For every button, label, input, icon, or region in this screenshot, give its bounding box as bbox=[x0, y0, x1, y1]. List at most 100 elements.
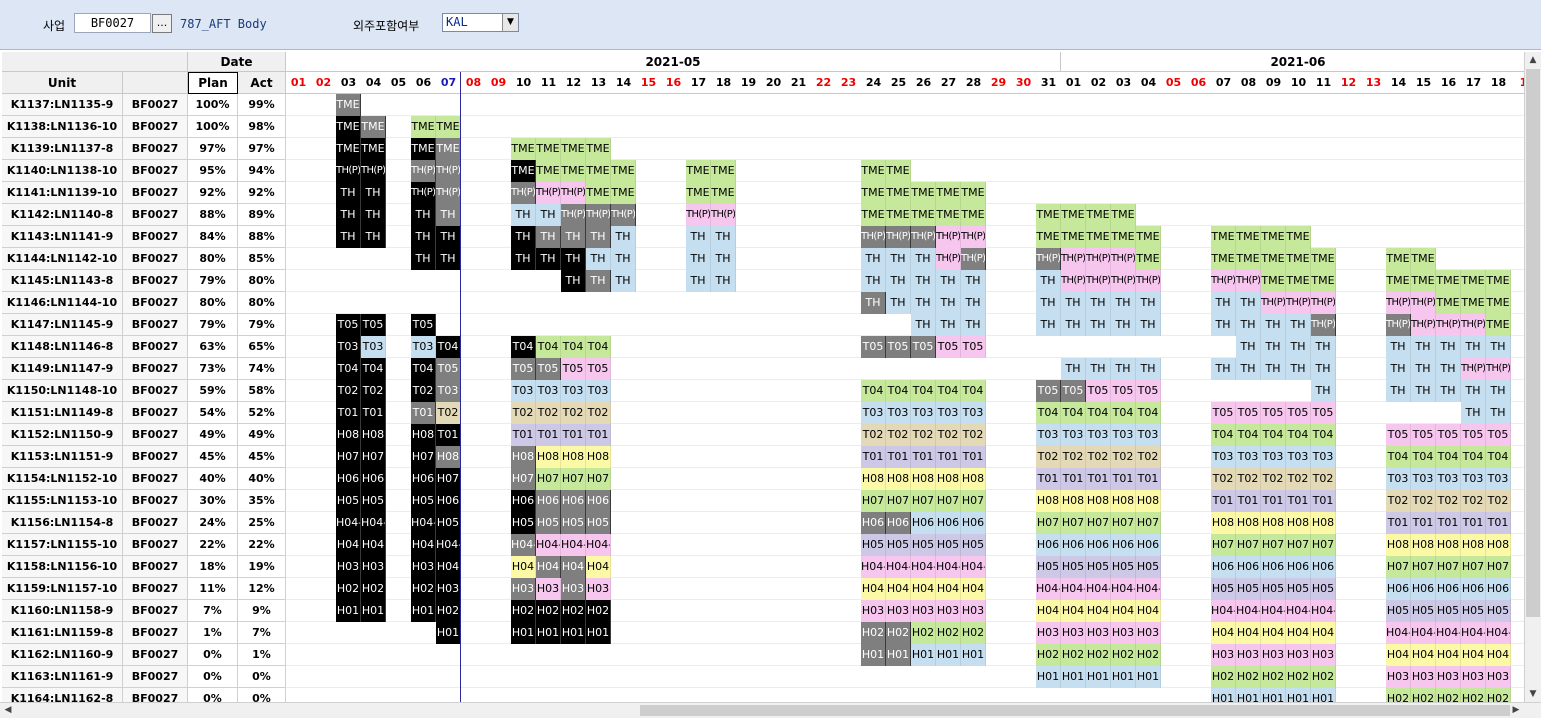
schedule-cell[interactable]: TME bbox=[1461, 292, 1486, 314]
schedule-cell[interactable]: T03 bbox=[1236, 446, 1261, 468]
schedule-cell[interactable]: TME bbox=[1286, 226, 1311, 248]
schedule-cell[interactable]: TME bbox=[436, 116, 461, 138]
schedule-cell[interactable]: H02 bbox=[1261, 666, 1286, 688]
schedule-cell[interactable]: TME bbox=[611, 182, 636, 204]
schedule-cell[interactable]: H04 bbox=[536, 556, 561, 578]
schedule-cell[interactable]: H08 bbox=[1061, 490, 1086, 512]
schedule-cell[interactable]: H05 bbox=[1286, 578, 1311, 600]
schedule-cell[interactable]: H05 bbox=[1061, 556, 1086, 578]
schedule-cell[interactable]: TME bbox=[1111, 204, 1136, 226]
unit-cell[interactable]: K1145:LN1143-8 bbox=[2, 270, 123, 292]
schedule-cell[interactable]: H02 bbox=[1111, 644, 1136, 666]
schedule-cell[interactable]: TH(P) bbox=[411, 182, 436, 204]
schedule-cell[interactable]: T01 bbox=[1111, 468, 1136, 490]
schedule-cell[interactable]: TH(P) bbox=[1311, 314, 1336, 336]
schedule-cell[interactable]: H03 bbox=[1136, 622, 1161, 644]
schedule-cell[interactable]: T02 bbox=[511, 402, 536, 424]
schedule-cell[interactable]: T05 bbox=[886, 336, 911, 358]
schedule-cell[interactable]: TH bbox=[961, 270, 986, 292]
schedule-cell[interactable]: H05 bbox=[886, 534, 911, 556]
schedule-cell[interactable]: T04 bbox=[1486, 446, 1511, 468]
schedule-cell[interactable]: TH bbox=[936, 314, 961, 336]
schedule-cell[interactable]: TME bbox=[1411, 248, 1436, 270]
schedule-cell[interactable]: T02 bbox=[1036, 446, 1061, 468]
unit-cell[interactable]: K1143:LN1141-9 bbox=[2, 226, 123, 248]
schedule-cell[interactable]: H06 bbox=[1411, 578, 1436, 600]
schedule-cell[interactable]: TME bbox=[1436, 270, 1461, 292]
schedule-cell[interactable]: T04 bbox=[1286, 424, 1311, 446]
schedule-cell[interactable]: TH bbox=[861, 292, 886, 314]
schedule-cell[interactable]: TH bbox=[1211, 358, 1236, 380]
scroll-right-icon[interactable]: ▶ bbox=[1512, 705, 1520, 715]
schedule-cell[interactable]: T02 bbox=[1111, 446, 1136, 468]
schedule-cell[interactable]: TH bbox=[336, 226, 361, 248]
schedule-cell[interactable]: H04 bbox=[511, 556, 536, 578]
schedule-cell[interactable]: H06 bbox=[536, 490, 561, 512]
schedule-cell[interactable]: TH bbox=[1311, 380, 1336, 402]
schedule-cell[interactable]: H04- bbox=[861, 556, 886, 578]
schedule-cell[interactable]: TH bbox=[961, 292, 986, 314]
schedule-cell[interactable]: H04- bbox=[561, 534, 586, 556]
unit-cell[interactable]: K1140:LN1138-10 bbox=[2, 160, 123, 182]
schedule-cell[interactable]: H01 bbox=[1036, 666, 1061, 688]
schedule-cell[interactable]: H04 bbox=[1486, 644, 1511, 666]
schedule-cell[interactable]: TH bbox=[1286, 358, 1311, 380]
schedule-cell[interactable]: TME bbox=[861, 204, 886, 226]
schedule-cell[interactable]: H07 bbox=[1411, 556, 1436, 578]
schedule-cell[interactable]: TH bbox=[1061, 292, 1086, 314]
schedule-cell[interactable]: TME bbox=[1261, 270, 1286, 292]
schedule-cell[interactable]: TH bbox=[686, 270, 711, 292]
schedule-cell[interactable]: H02 bbox=[1311, 666, 1336, 688]
schedule-cell[interactable]: H01 bbox=[336, 600, 361, 622]
unit-cell[interactable]: K1164:LN1162-8 bbox=[2, 688, 123, 702]
schedule-cell[interactable]: TH bbox=[911, 270, 936, 292]
schedule-cell[interactable]: H02 bbox=[561, 600, 586, 622]
schedule-cell[interactable]: H06 bbox=[1111, 534, 1136, 556]
schedule-cell[interactable]: T02 bbox=[1461, 490, 1486, 512]
schedule-cell[interactable]: H07 bbox=[936, 490, 961, 512]
schedule-cell[interactable]: T05 bbox=[1286, 402, 1311, 424]
schedule-cell[interactable]: TME bbox=[886, 160, 911, 182]
schedule-cell[interactable]: TH bbox=[361, 204, 386, 226]
schedule-cell[interactable]: T01 bbox=[436, 424, 461, 446]
schedule-cell[interactable]: H02 bbox=[911, 622, 936, 644]
schedule-cell[interactable]: H02 bbox=[1036, 644, 1061, 666]
schedule-cell[interactable]: T05 bbox=[1461, 424, 1486, 446]
schedule-cell[interactable]: H04- bbox=[1211, 600, 1236, 622]
schedule-cell[interactable]: T03 bbox=[1436, 468, 1461, 490]
schedule-cell[interactable]: H05 bbox=[1411, 600, 1436, 622]
schedule-cell[interactable]: H02 bbox=[511, 600, 536, 622]
schedule-cell[interactable]: H07 bbox=[886, 490, 911, 512]
schedule-cell[interactable]: T03 bbox=[1136, 424, 1161, 446]
schedule-cell[interactable]: TH(P) bbox=[1086, 248, 1111, 270]
schedule-cell[interactable]: H04 bbox=[1086, 600, 1111, 622]
schedule-cell[interactable]: H04- bbox=[1436, 622, 1461, 644]
schedule-cell[interactable]: T05 bbox=[436, 358, 461, 380]
schedule-cell[interactable]: H08 bbox=[336, 424, 361, 446]
schedule-cell[interactable]: T02 bbox=[586, 402, 611, 424]
schedule-cell[interactable]: TH bbox=[911, 248, 936, 270]
schedule-cell[interactable]: T01 bbox=[1036, 468, 1061, 490]
schedule-cell[interactable]: TH bbox=[586, 270, 611, 292]
schedule-cell[interactable]: TME bbox=[411, 138, 436, 160]
schedule-cell[interactable]: H04- bbox=[911, 556, 936, 578]
schedule-cell[interactable]: T02 bbox=[1086, 446, 1111, 468]
unit-cell[interactable]: K1157:LN1155-10 bbox=[2, 534, 123, 556]
schedule-cell[interactable]: TME bbox=[886, 182, 911, 204]
schedule-cell[interactable]: TME bbox=[1136, 226, 1161, 248]
vertical-scrollbar[interactable]: ▲ ▼ bbox=[1524, 52, 1541, 702]
schedule-cell[interactable]: H07 bbox=[1061, 512, 1086, 534]
schedule-cell[interactable]: H05 bbox=[1211, 578, 1236, 600]
schedule-cell[interactable]: H04 bbox=[1111, 600, 1136, 622]
unit-cell[interactable]: K1142:LN1140-8 bbox=[2, 204, 123, 226]
schedule-cell[interactable]: H08 bbox=[586, 446, 611, 468]
schedule-cell[interactable]: H07 bbox=[1111, 512, 1136, 534]
schedule-cell[interactable]: H07 bbox=[1236, 534, 1261, 556]
schedule-cell[interactable]: TME bbox=[1211, 248, 1236, 270]
schedule-cell[interactable]: TME bbox=[711, 182, 736, 204]
schedule-cell[interactable]: T04 bbox=[1261, 424, 1286, 446]
schedule-cell[interactable]: H01 bbox=[911, 644, 936, 666]
schedule-cell[interactable]: H01 bbox=[361, 600, 386, 622]
schedule-cell[interactable]: TH bbox=[611, 226, 636, 248]
schedule-cell[interactable]: H04 bbox=[886, 578, 911, 600]
